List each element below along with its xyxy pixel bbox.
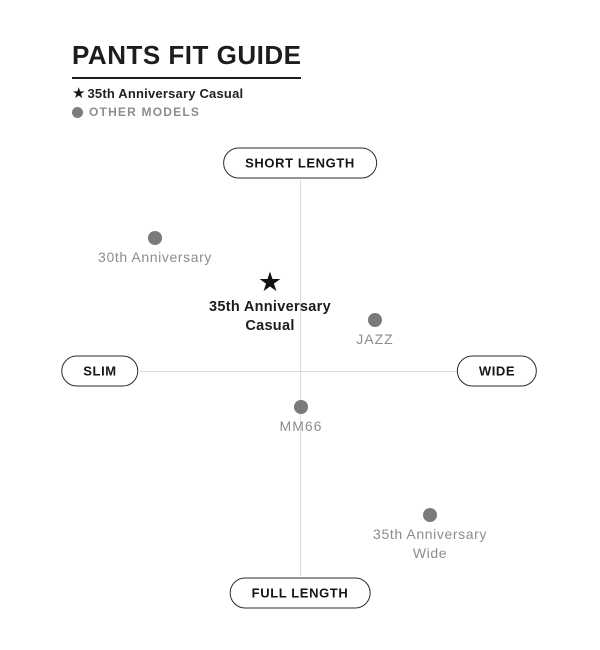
point-label-line: 35th Anniversary (373, 526, 487, 542)
legend-secondary-label: OTHER MODELS (89, 105, 201, 119)
point-label-line: MM66 (279, 418, 323, 434)
point-label-line: JAZZ (356, 331, 394, 347)
legend-item-primary: ★ 35th Anniversary Casual (72, 86, 243, 101)
dot-marker (423, 508, 437, 522)
horizontal-axis-line (140, 371, 465, 372)
axis-label-wide: WIDE (456, 355, 538, 387)
star-icon: ★ (72, 85, 86, 102)
point-label-line: 35th Anniversary (209, 299, 331, 315)
point-label: 35th Anniversary Wide (373, 525, 487, 563)
point-label-line: Wide (412, 545, 448, 561)
star-marker: ★ (257, 266, 283, 297)
dot-marker (294, 400, 308, 414)
point-label: 35th Anniversary Casual (209, 298, 331, 336)
dot-marker (148, 231, 162, 245)
page-title: PANTS FIT GUIDE (72, 40, 302, 79)
point-label-line: 30th Anniversary (98, 249, 212, 265)
axis-label-short-length: SHORT LENGTH (223, 147, 377, 179)
legend-item-secondary: OTHER MODELS (72, 105, 243, 119)
legend: ★ 35th Anniversary Casual OTHER MODELS (72, 86, 243, 123)
point-label-line: Casual (245, 318, 295, 334)
point-label: 30th Anniversary (98, 248, 212, 267)
point-label: JAZZ (356, 330, 393, 349)
legend-primary-label: 35th Anniversary Casual (87, 86, 244, 101)
axis-label-slim: SLIM (61, 355, 139, 387)
point-label: MM66 (280, 417, 323, 436)
vertical-axis-line (300, 180, 301, 576)
dot-marker (368, 313, 382, 327)
dot-icon (72, 106, 83, 118)
axis-label-full-length: FULL LENGTH (229, 577, 371, 609)
